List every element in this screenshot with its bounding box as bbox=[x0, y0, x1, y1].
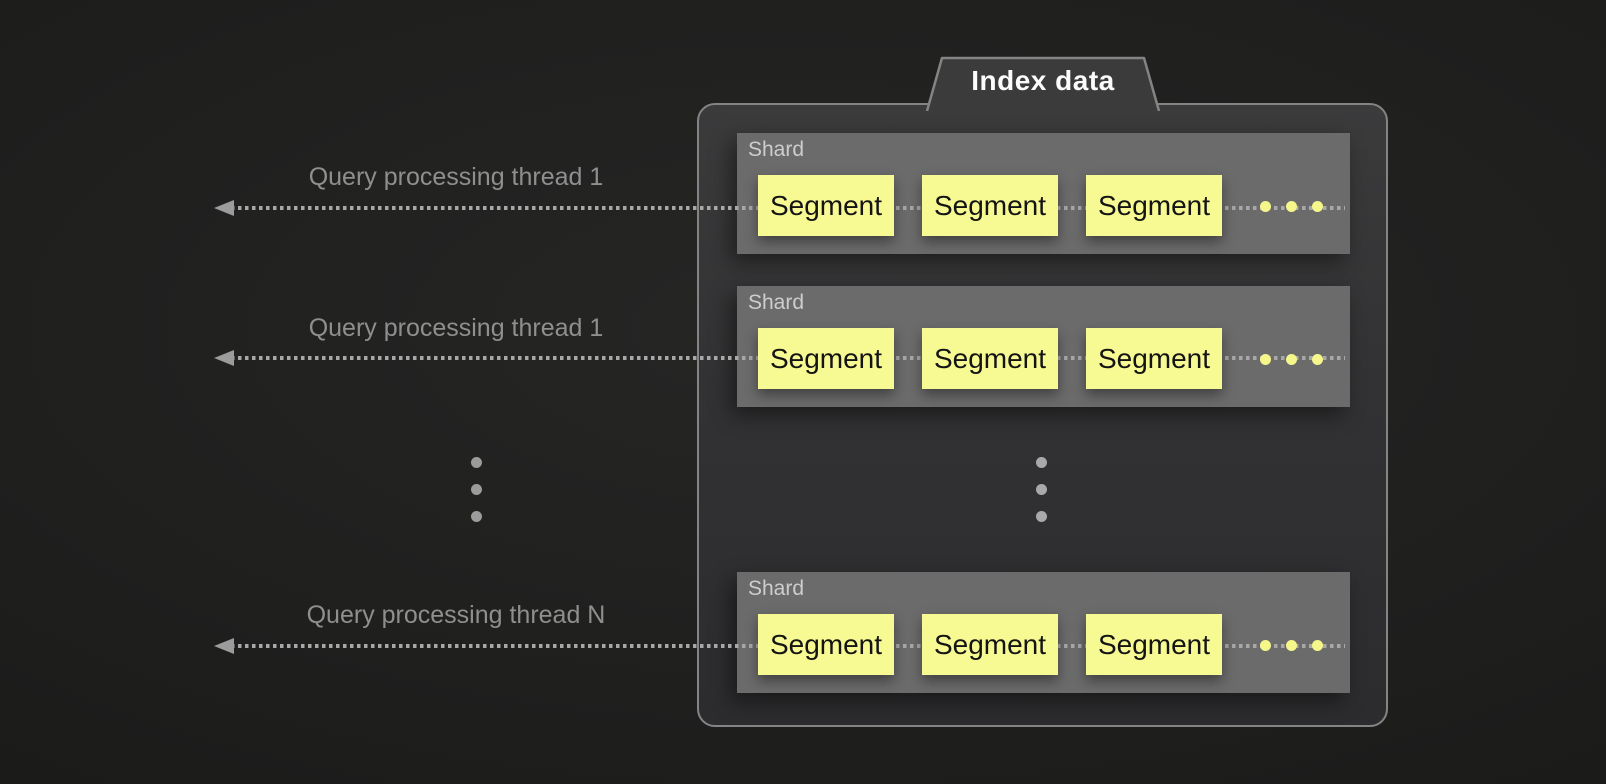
shard-box-3: Shard Segment Segment Segment bbox=[737, 572, 1350, 693]
arrow-left-icon bbox=[214, 350, 234, 366]
arrow-left-icon bbox=[214, 638, 234, 654]
shards-ellipsis-dot bbox=[1036, 484, 1047, 495]
query-thread-label: Query processing thread N bbox=[306, 601, 606, 629]
query-thread-label: Query processing thread 1 bbox=[308, 314, 604, 342]
arrow-left-icon bbox=[214, 200, 234, 216]
segment-box: Segment bbox=[922, 614, 1058, 675]
threads-ellipsis-dot bbox=[471, 511, 482, 522]
shard-box-1: Shard Segment Segment Segment bbox=[737, 133, 1350, 254]
segment-box: Segment bbox=[758, 328, 894, 389]
segment-box: Segment bbox=[758, 614, 894, 675]
segment-ellipsis-dot bbox=[1312, 640, 1323, 651]
index-data-title: Index data bbox=[971, 65, 1115, 96]
segment-ellipsis-dot bbox=[1312, 354, 1323, 365]
segment-box: Segment bbox=[922, 328, 1058, 389]
segment-ellipsis-dot bbox=[1260, 354, 1271, 365]
segment-ellipsis-dot bbox=[1286, 354, 1297, 365]
index-data-container: Index data Shard Segment Segment Segment… bbox=[697, 56, 1388, 727]
threads-ellipsis-dot bbox=[471, 457, 482, 468]
segment-box: Segment bbox=[922, 175, 1058, 236]
shards-ellipsis-dot bbox=[1036, 511, 1047, 522]
segment-box: Segment bbox=[1086, 175, 1222, 236]
shards-ellipsis-dot bbox=[1036, 457, 1047, 468]
segment-ellipsis-dot bbox=[1286, 201, 1297, 212]
shard-label: Shard bbox=[748, 138, 805, 161]
query-thread-label: Query processing thread 1 bbox=[308, 163, 604, 191]
segment-box: Segment bbox=[1086, 614, 1222, 675]
segment-ellipsis-dot bbox=[1260, 640, 1271, 651]
segment-ellipsis-dot bbox=[1312, 201, 1323, 212]
segment-ellipsis-dot bbox=[1260, 201, 1271, 212]
shard-label: Shard bbox=[748, 577, 805, 600]
threads-ellipsis-dot bbox=[471, 484, 482, 495]
segment-box: Segment bbox=[1086, 328, 1222, 389]
shard-label: Shard bbox=[748, 291, 805, 314]
index-data-tab bbox=[925, 56, 1161, 111]
segment-box: Segment bbox=[758, 175, 894, 236]
segment-ellipsis-dot bbox=[1286, 640, 1297, 651]
shard-box-2: Shard Segment Segment Segment bbox=[737, 286, 1350, 407]
